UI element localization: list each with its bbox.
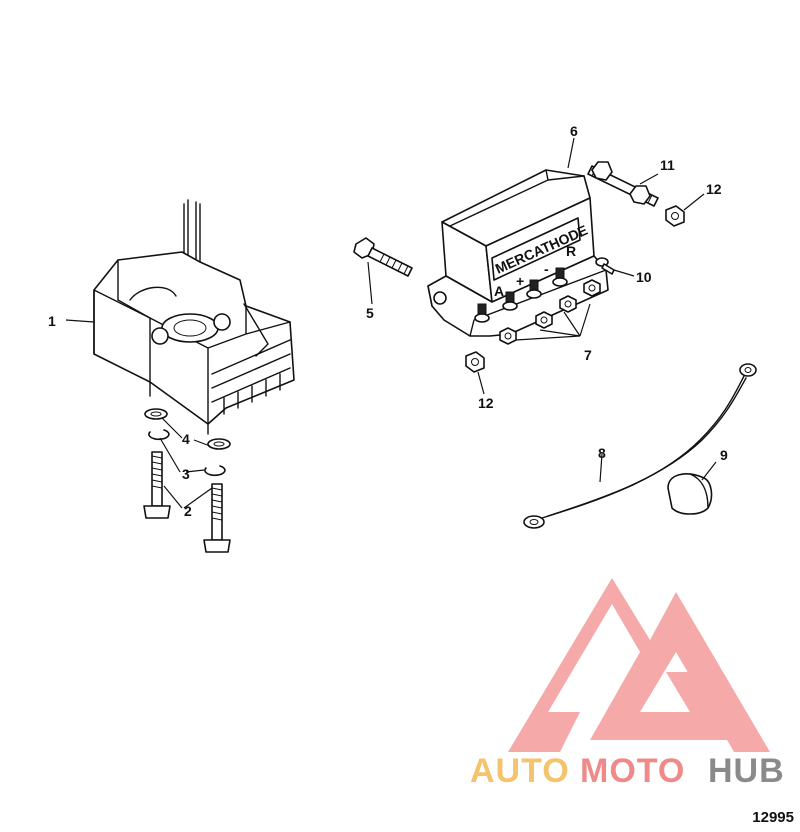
cap-body: [667, 473, 713, 515]
part-3-lockwashers: [148, 429, 226, 477]
part-5-bolt: [353, 237, 413, 277]
part-12-nuts: [465, 205, 685, 373]
nut-12-lower: [465, 351, 485, 373]
watermark-text: AUTO MOTO HUB: [470, 752, 785, 790]
terminal-plus-label: +: [516, 273, 524, 289]
part-6-mercathode-module: MERCATHODE A + - R: [427, 169, 609, 337]
screw-left-head: [143, 505, 171, 519]
callout-1: 1: [48, 313, 56, 329]
wire-eyelet-right: [739, 363, 757, 377]
part-9-cap: [667, 473, 713, 515]
bolt-shank: [367, 247, 413, 277]
callout-5: 5: [366, 305, 374, 321]
screw-right-head: [203, 539, 231, 553]
watermark-hub: HUB: [708, 752, 785, 790]
watermark-logo: [508, 578, 770, 752]
callout-11: 11: [660, 157, 675, 173]
part-11-stud: [587, 161, 659, 207]
watermark-auto: AUTO: [470, 752, 570, 790]
callout-7: 7: [584, 347, 592, 363]
terminal-a-label: A: [494, 283, 504, 299]
nut-1: [499, 327, 517, 345]
watermark-triangle: [508, 578, 770, 752]
part-1-bracket: [93, 199, 295, 435]
part-2-screws: [143, 451, 231, 553]
terminal-r-label: R: [566, 243, 576, 259]
module-terminals: [474, 267, 568, 323]
callout-2: 2: [184, 503, 192, 519]
callout-6: 6: [570, 123, 578, 139]
washer-left: [144, 408, 168, 420]
lockwasher-left: [148, 429, 170, 441]
callout-3: 3: [182, 466, 190, 482]
module-label-frame: [491, 217, 581, 281]
wire-eyelet-left: [523, 515, 545, 529]
stud-hex: [591, 161, 613, 181]
bracket-gasket: [161, 313, 219, 343]
callout-numbers: 1 2 3 4 5 6 7 8 9 10 11 12 12: [48, 123, 728, 519]
washer-right: [207, 438, 231, 450]
part-4-washers: [144, 408, 231, 450]
part-7-nuts: [499, 279, 601, 345]
callout-9: 9: [720, 447, 728, 463]
callout-8: 8: [598, 445, 606, 461]
small-screw-shank: [601, 263, 615, 275]
figure-number: 12995: [752, 809, 794, 826]
leader-lines: [65, 137, 717, 509]
nut-2: [535, 311, 553, 329]
lockwasher-right: [204, 465, 226, 477]
callout-12-lower: 12: [478, 395, 494, 411]
watermark-moto: MOTO: [580, 752, 685, 790]
terminal-minus-label: -: [544, 261, 549, 277]
part-10-screw: [595, 257, 615, 275]
part-8-wire: [523, 363, 757, 529]
nut-4: [583, 279, 601, 297]
wire-cable: [541, 375, 745, 519]
callout-4: 4: [182, 431, 190, 447]
screw-left: [151, 451, 163, 507]
callout-10: 10: [636, 269, 652, 285]
callout-12-upper: 12: [706, 181, 722, 197]
nut-3: [559, 295, 577, 313]
nut-12-upper: [665, 205, 685, 227]
